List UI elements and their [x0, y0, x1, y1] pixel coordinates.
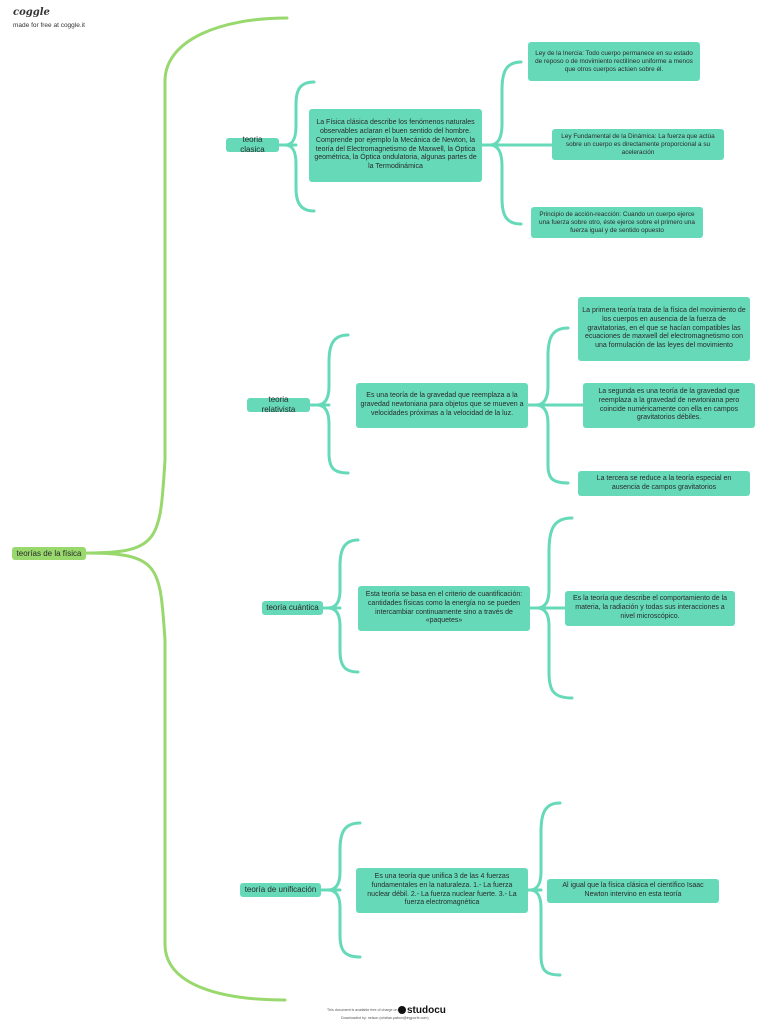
description-text: Es una teoría que unifica 3 de las 4 fue… — [367, 873, 517, 907]
brace — [535, 326, 570, 485]
brace — [529, 801, 562, 977]
root-connector — [84, 16, 289, 555]
detail-node-clasica-1[interactable]: Ley de la Inercia: Todo cuerpo permanece… — [528, 42, 700, 81]
branch-label: teoría de unificación — [244, 885, 317, 894]
branch-node-clasica[interactable]: teoria clasica — [226, 135, 279, 154]
brace — [316, 333, 350, 475]
branch-label: teoría cuántica — [266, 603, 319, 612]
brace — [327, 821, 362, 959]
studocu-icon — [398, 1006, 406, 1014]
detail-text: Principio de acción-reacción: Cuando un … — [539, 210, 695, 234]
detail-text: Ley Fundamental de la Dinámica: La fuerz… — [561, 132, 715, 156]
studocu-wordmark: studocu — [407, 1005, 446, 1016]
brace — [284, 80, 316, 213]
description-text: Esta teoría se basa en el criterio de cu… — [365, 591, 523, 625]
branch-label: teoria clasica — [240, 135, 265, 154]
footer-note: This document is available free of charg… — [327, 1008, 398, 1012]
footer-downloaded: Downloaded by: nelson (cristian.pabon@in… — [341, 1016, 429, 1020]
root-label: teorías de la física — [16, 548, 82, 558]
detail-node-relativista-3[interactable]: La tercera se reduce a la teoría especia… — [578, 471, 750, 496]
detail-text: La segunda es una teoría de la gravedad … — [598, 388, 740, 422]
description-node-cuantica[interactable]: Esta teoría se basa en el criterio de cu… — [358, 586, 530, 631]
detail-node-relativista-2[interactable]: La segunda es una teoría de la gravedad … — [583, 383, 755, 428]
detail-text: Es la teoría que describe el comportamie… — [572, 595, 728, 620]
coggle-tagline: made for free at coggle.it — [13, 22, 85, 29]
description-text: La Física clásica describe los fenómenos… — [314, 119, 477, 170]
root-connector — [84, 551, 287, 1002]
branch-node-cuantica[interactable]: teoría cuántica — [262, 601, 323, 615]
detail-node-cuantica-1[interactable]: Es la teoría que describe el comportamie… — [565, 591, 735, 626]
branch-node-relativista[interactable]: teoria relativista — [247, 395, 310, 414]
detail-text: La primera teoría trata de la física del… — [582, 307, 746, 350]
detail-node-unificacion-1[interactable]: Al igual que la física clásica el cientí… — [547, 879, 719, 903]
coggle-logo: coggle — [13, 7, 50, 18]
brace — [327, 538, 360, 674]
detail-text: Ley de la Inercia: Todo cuerpo permanece… — [535, 49, 693, 73]
studocu-logo[interactable]: studocu — [398, 1005, 446, 1016]
footer: This document is available free of charg… — [327, 1005, 447, 1025]
brace — [536, 516, 574, 700]
detail-node-clasica-3[interactable]: Principio de acción-reacción: Cuando un … — [531, 207, 703, 238]
branch-node-unificacion[interactable]: teoría de unificación — [240, 883, 321, 897]
detail-node-clasica-2[interactable]: Ley Fundamental de la Dinámica: La fuerz… — [552, 129, 724, 160]
detail-node-relativista-1[interactable]: La primera teoría trata de la física del… — [578, 297, 750, 361]
detail-text: Al igual que la física clásica el cientí… — [562, 882, 704, 898]
description-node-unificacion[interactable]: Es una teoría que unifica 3 de las 4 fue… — [356, 868, 528, 913]
detail-text: La tercera se reduce a la teoría especia… — [596, 474, 732, 491]
description-node-relativista[interactable]: Es una teoría de la gravedad que reempla… — [356, 383, 528, 428]
branch-label: teoria relativista — [261, 395, 296, 414]
root-node[interactable]: teorías de la física — [12, 547, 86, 560]
brace — [489, 60, 523, 226]
description-text: Es una teoría de la gravedad que reempla… — [360, 392, 524, 417]
description-node-clasica[interactable]: La Física clásica describe los fenómenos… — [309, 109, 482, 182]
